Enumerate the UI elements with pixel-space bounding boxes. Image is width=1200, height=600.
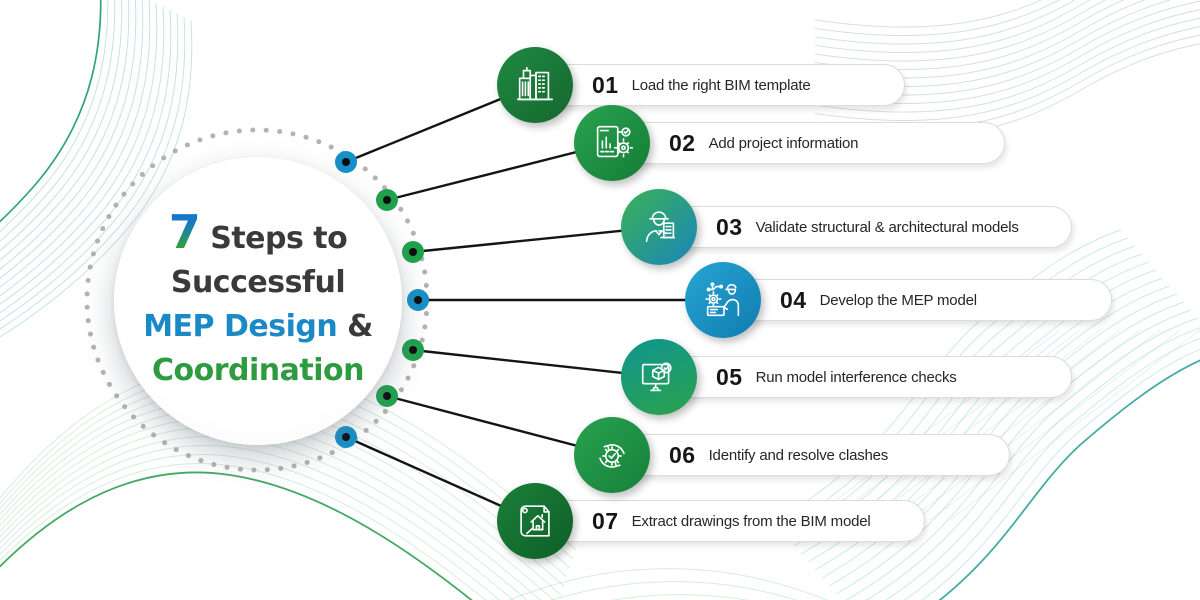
gear-check-arrows-icon (599, 444, 625, 468)
step-7-number: 07 (592, 507, 619, 534)
title-number: 7 (168, 204, 201, 259)
title-line3: MEP Design (143, 308, 338, 344)
monitor-cube-check-icon (641, 362, 672, 392)
engineer-with-building-icon (645, 211, 676, 243)
engineer-workstation-icon (705, 282, 740, 317)
step-1-number: 01 (592, 71, 619, 98)
step-1-pill: 01 Load the right BIM template (515, 64, 905, 106)
step-6-icon-circle (574, 417, 650, 493)
title-line2: Successful (170, 264, 346, 300)
step-4-icon-circle (685, 262, 761, 338)
step-4-number: 04 (780, 286, 807, 313)
step-2-label: Add project information (708, 134, 859, 152)
step-5-label: Run model interference checks (755, 368, 957, 386)
title-line4: Coordination (152, 352, 364, 388)
title-line1: Steps to (200, 220, 348, 256)
step-6-label: Identify and resolve clashes (708, 446, 889, 464)
step-7-label: Extract drawings from the BIM model (631, 512, 871, 530)
step-6-number: 06 (669, 441, 696, 468)
step-2-pill: 02 Add project information (592, 122, 1005, 164)
title-circle: 7 Steps to Successful MEP Design & Coord… (114, 157, 402, 445)
step-1-icon-circle (497, 47, 573, 123)
step-4-label: Develop the MEP model (819, 291, 977, 309)
step-7-icon-circle (497, 483, 573, 559)
page-title: 7 Steps to Successful MEP Design & Coord… (143, 209, 373, 393)
step-5-number: 05 (716, 363, 743, 390)
step-2-icon-circle (574, 105, 650, 181)
step-5-icon-circle (621, 339, 697, 415)
buildings-icon (516, 66, 554, 101)
title-line3-amp: & (337, 308, 373, 344)
project-document-gear-icon (596, 125, 634, 158)
step-3-label: Validate structural & architectural mode… (755, 218, 1019, 236)
step-3-pill: 03 Validate structural & architectural m… (639, 206, 1072, 248)
step-5-pill: 05 Run model interference checks (639, 356, 1072, 398)
step-4-pill: 04 Develop the MEP model (703, 279, 1112, 321)
blueprint-house-icon (520, 505, 550, 537)
node-dots (335, 151, 429, 448)
step-3-icon-circle (621, 189, 697, 265)
step-6-pill: 06 Identify and resolve clashes (592, 434, 1010, 476)
step-3-number: 03 (716, 213, 743, 240)
step-2-number: 02 (669, 129, 696, 156)
step-1-label: Load the right BIM template (631, 76, 811, 94)
step-7-pill: 07 Extract drawings from the BIM model (515, 500, 925, 542)
